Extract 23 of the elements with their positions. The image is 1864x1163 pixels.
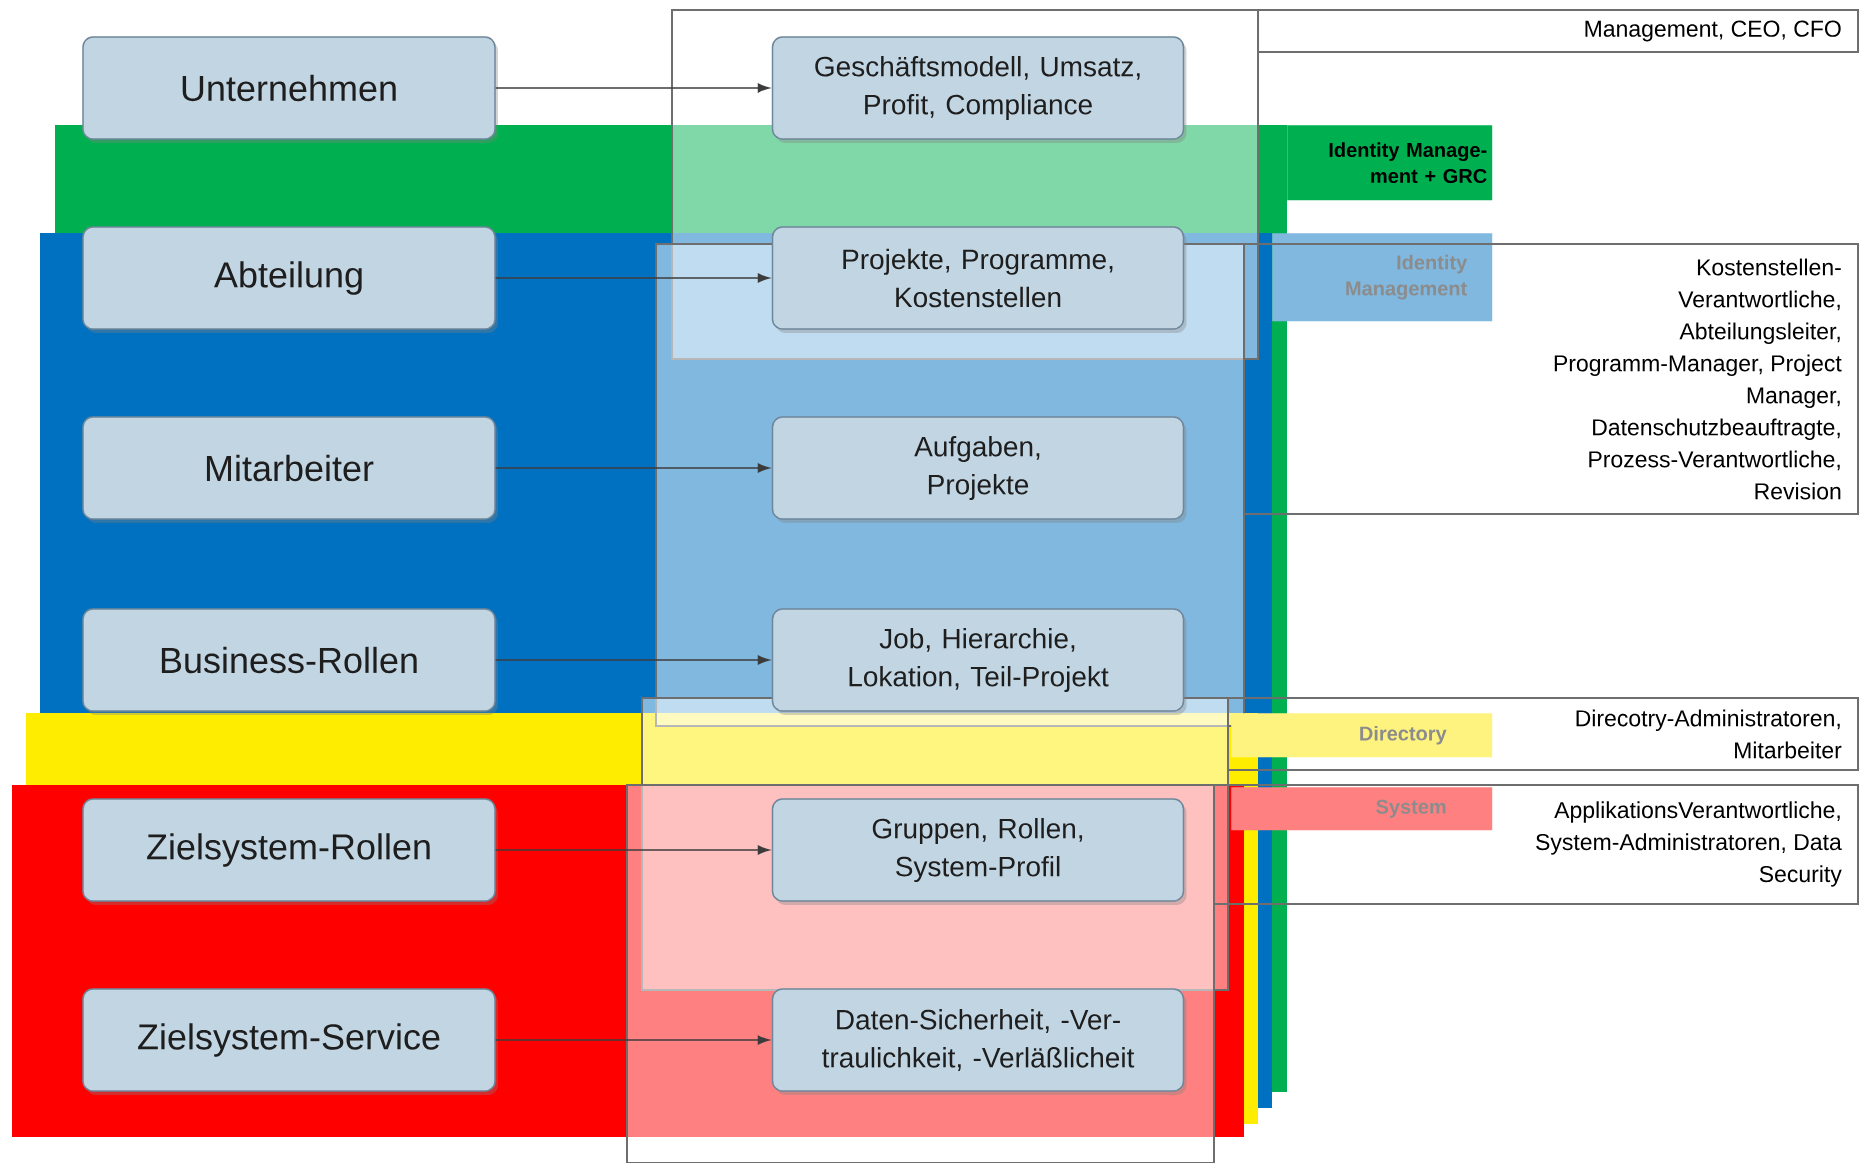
arrow — [495, 845, 770, 855]
arrow — [495, 1035, 770, 1045]
process-box: Unternehmen — [82, 36, 498, 143]
process-box: Zielsystem-Service — [82, 988, 498, 1095]
process-box: Projekte, Programme, Kostenstellen — [771, 226, 1187, 333]
role-box: Management, CEO, CFO — [1257, 9, 1859, 53]
process-box: Abteilung — [82, 226, 498, 333]
process-box: Job, Hierarchie, Lokation, Teil-Projekt — [771, 608, 1187, 715]
arrow — [495, 273, 770, 283]
arrow — [495, 463, 770, 473]
band-label: Identity Management — [1272, 233, 1493, 322]
arrow — [495, 83, 770, 93]
band-label: System — [1231, 787, 1493, 831]
process-box: Mitarbeiter — [82, 416, 498, 523]
process-box: Zielsystem-Rollen — [82, 798, 498, 905]
arrow — [495, 655, 770, 665]
band-label: Directory — [1231, 713, 1493, 758]
process-box: Business-Rollen — [82, 608, 498, 715]
process-box: Geschäftsmodell, Umsatz, Profit, Compliance — [771, 36, 1187, 143]
process-box: Gruppen, Rollen, System-Profil — [771, 798, 1187, 905]
process-box: Daten-Sicherheit, -Ver- traulichkeit, -Verläßlicheit — [771, 988, 1187, 1095]
band-label: Identity Manage- ment + GRC — [1287, 125, 1493, 201]
process-box: Aufgaben, Projekte — [771, 416, 1187, 523]
